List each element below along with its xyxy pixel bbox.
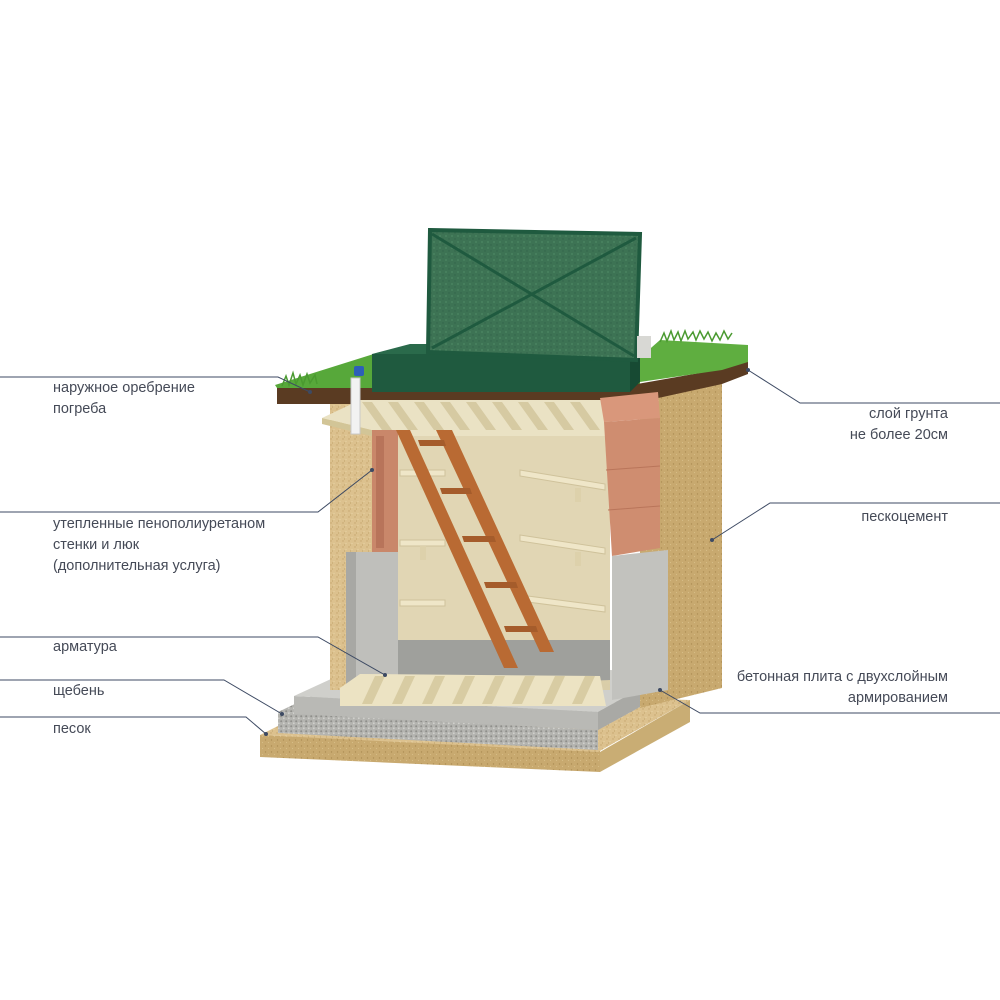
label-insulated-walls: утепленные пенополиуретаном стенки и люк… xyxy=(53,516,266,574)
label-outer-ribbing: наружное оребрение погреба xyxy=(53,380,195,417)
label-concrete-slab: бетонная плита с двухслойным армирование… xyxy=(736,669,948,706)
label-rebar: арматура xyxy=(53,639,117,655)
label-sand-cement: пескоцемент xyxy=(861,509,948,525)
label-sand: песок xyxy=(53,721,91,737)
leader-lines xyxy=(0,368,1000,736)
label-soil-layer: слой грунта не более 20см xyxy=(849,406,948,443)
label-crushed-stone: щебень xyxy=(53,683,105,699)
ladder xyxy=(396,430,554,668)
